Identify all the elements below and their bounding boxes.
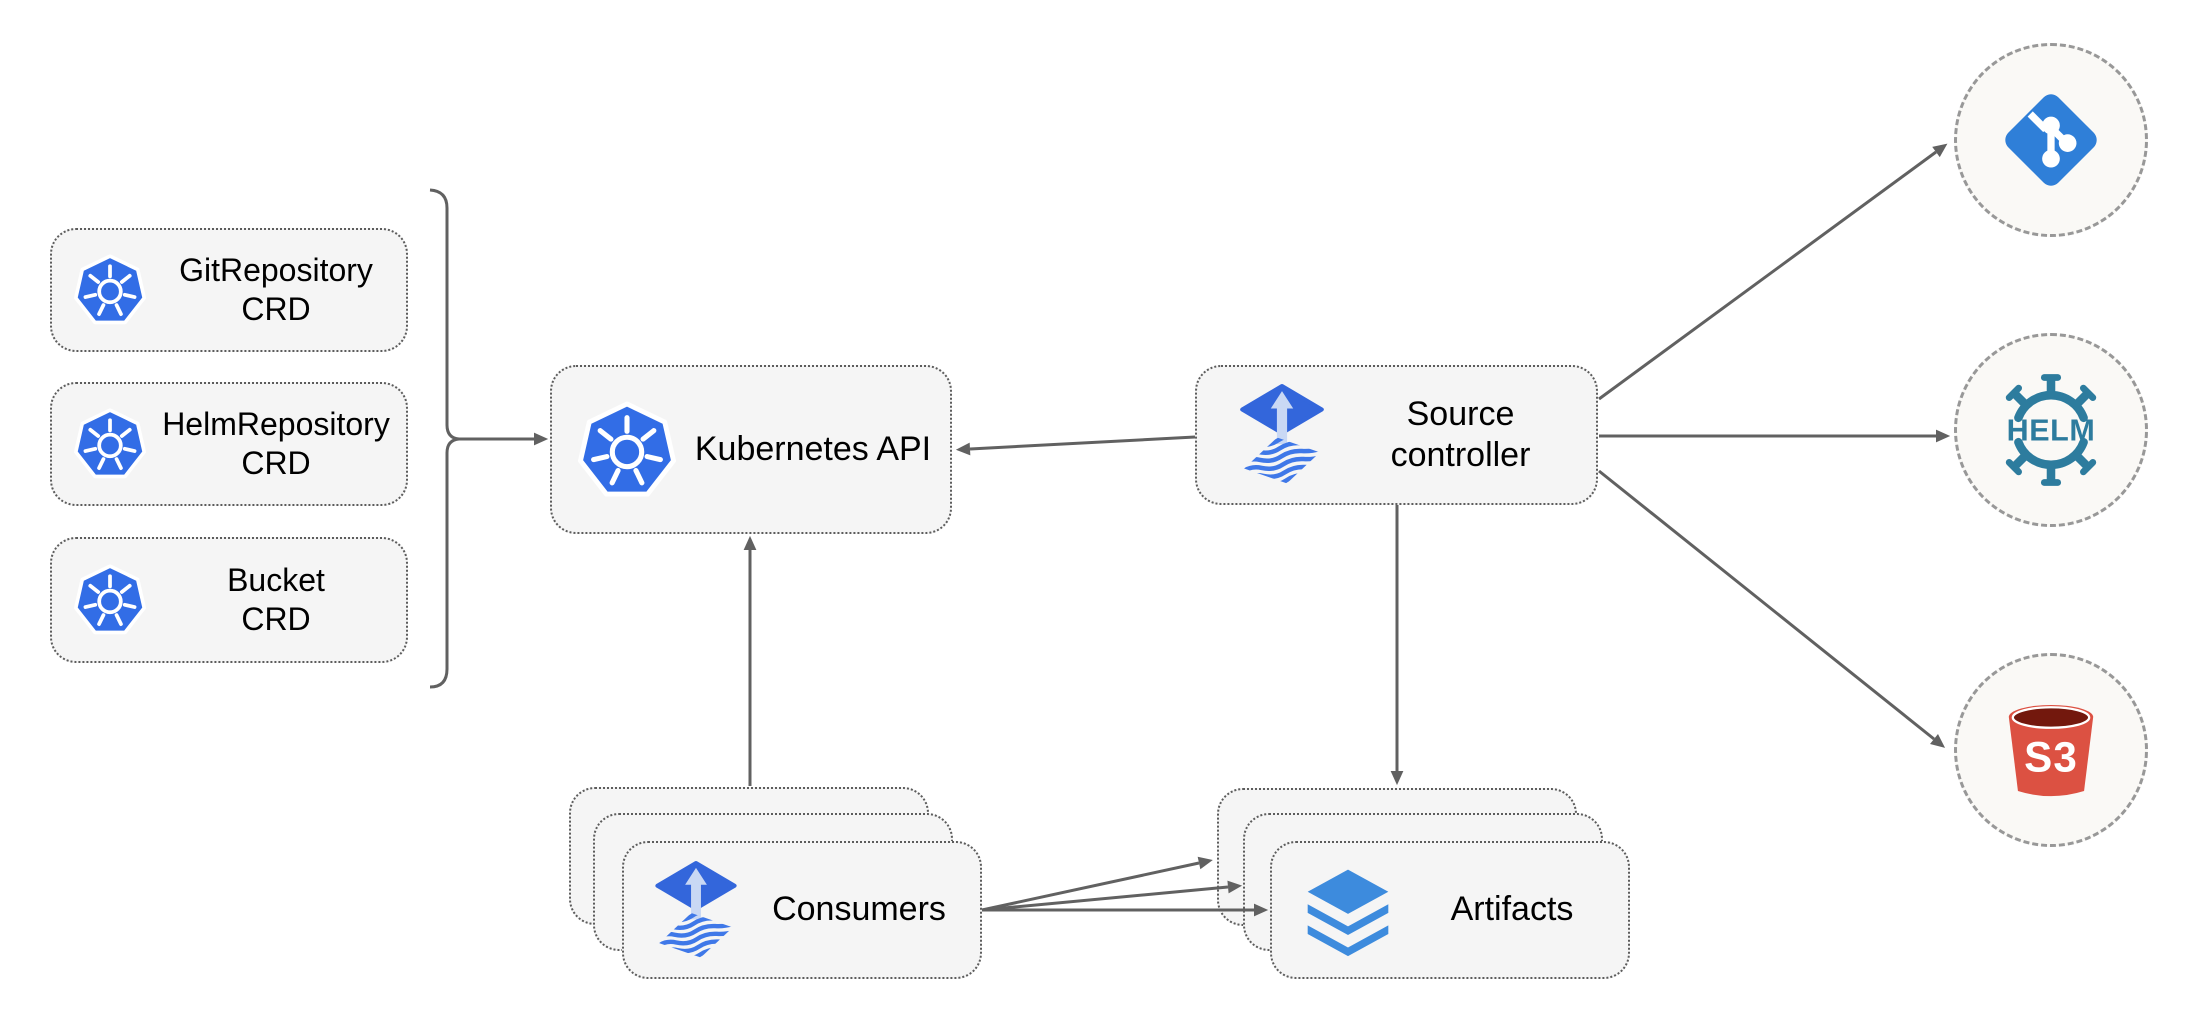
endpoint-helm-repository: HELM (1954, 333, 2148, 527)
node-artifacts: Artifacts (1270, 841, 1630, 979)
node-kubernetes-api: Kubernetes API (550, 365, 952, 534)
edge-source-controller-to-s3 (1598, 469, 1946, 748)
s3-logo-text: S3 (2024, 734, 2078, 781)
node-helmrepository-crd: HelmRepository CRD (50, 382, 408, 506)
node-label: Artifacts (1450, 890, 1574, 929)
node-label: HelmRepository CRD (162, 405, 390, 481)
layers-icon (1300, 862, 1396, 958)
edge-consumers-to-artifacts-2 (981, 880, 1243, 912)
flux-icon (654, 860, 738, 961)
node-consumers: Consumers (622, 841, 982, 979)
s3-bucket-icon: S3 (2008, 704, 2094, 797)
edge-source-controller-to-git (1598, 143, 1948, 401)
node-label: Bucket CRD (227, 561, 325, 637)
crd-bracket (429, 188, 460, 689)
node-source-controller: Source controller (1195, 365, 1598, 505)
kubernetes-icon (578, 401, 676, 499)
kubernetes-icon (74, 564, 146, 636)
node-label: Source controller (1390, 394, 1531, 474)
node-label: GitRepository CRD (179, 251, 373, 327)
git-icon (2005, 94, 2097, 186)
node-gitrepository-crd: GitRepository CRD (50, 228, 408, 352)
helm-logo-text: HELM (2007, 413, 2096, 447)
flux-icon (1239, 383, 1325, 487)
endpoint-s3-bucket: S3 (1954, 653, 2148, 847)
helm-icon: HELM (1990, 369, 2112, 491)
kubernetes-icon (74, 254, 146, 326)
edge-consumers-to-artifacts-1 (981, 856, 1213, 912)
node-bucket-crd: Bucket CRD (50, 537, 408, 663)
endpoint-git-repository (1954, 43, 2148, 237)
kubernetes-icon (74, 408, 146, 480)
edge-source-controller-to-kubernetes-api (955, 435, 1196, 456)
node-label: Consumers (772, 890, 946, 929)
node-label: Kubernetes API (694, 429, 932, 468)
